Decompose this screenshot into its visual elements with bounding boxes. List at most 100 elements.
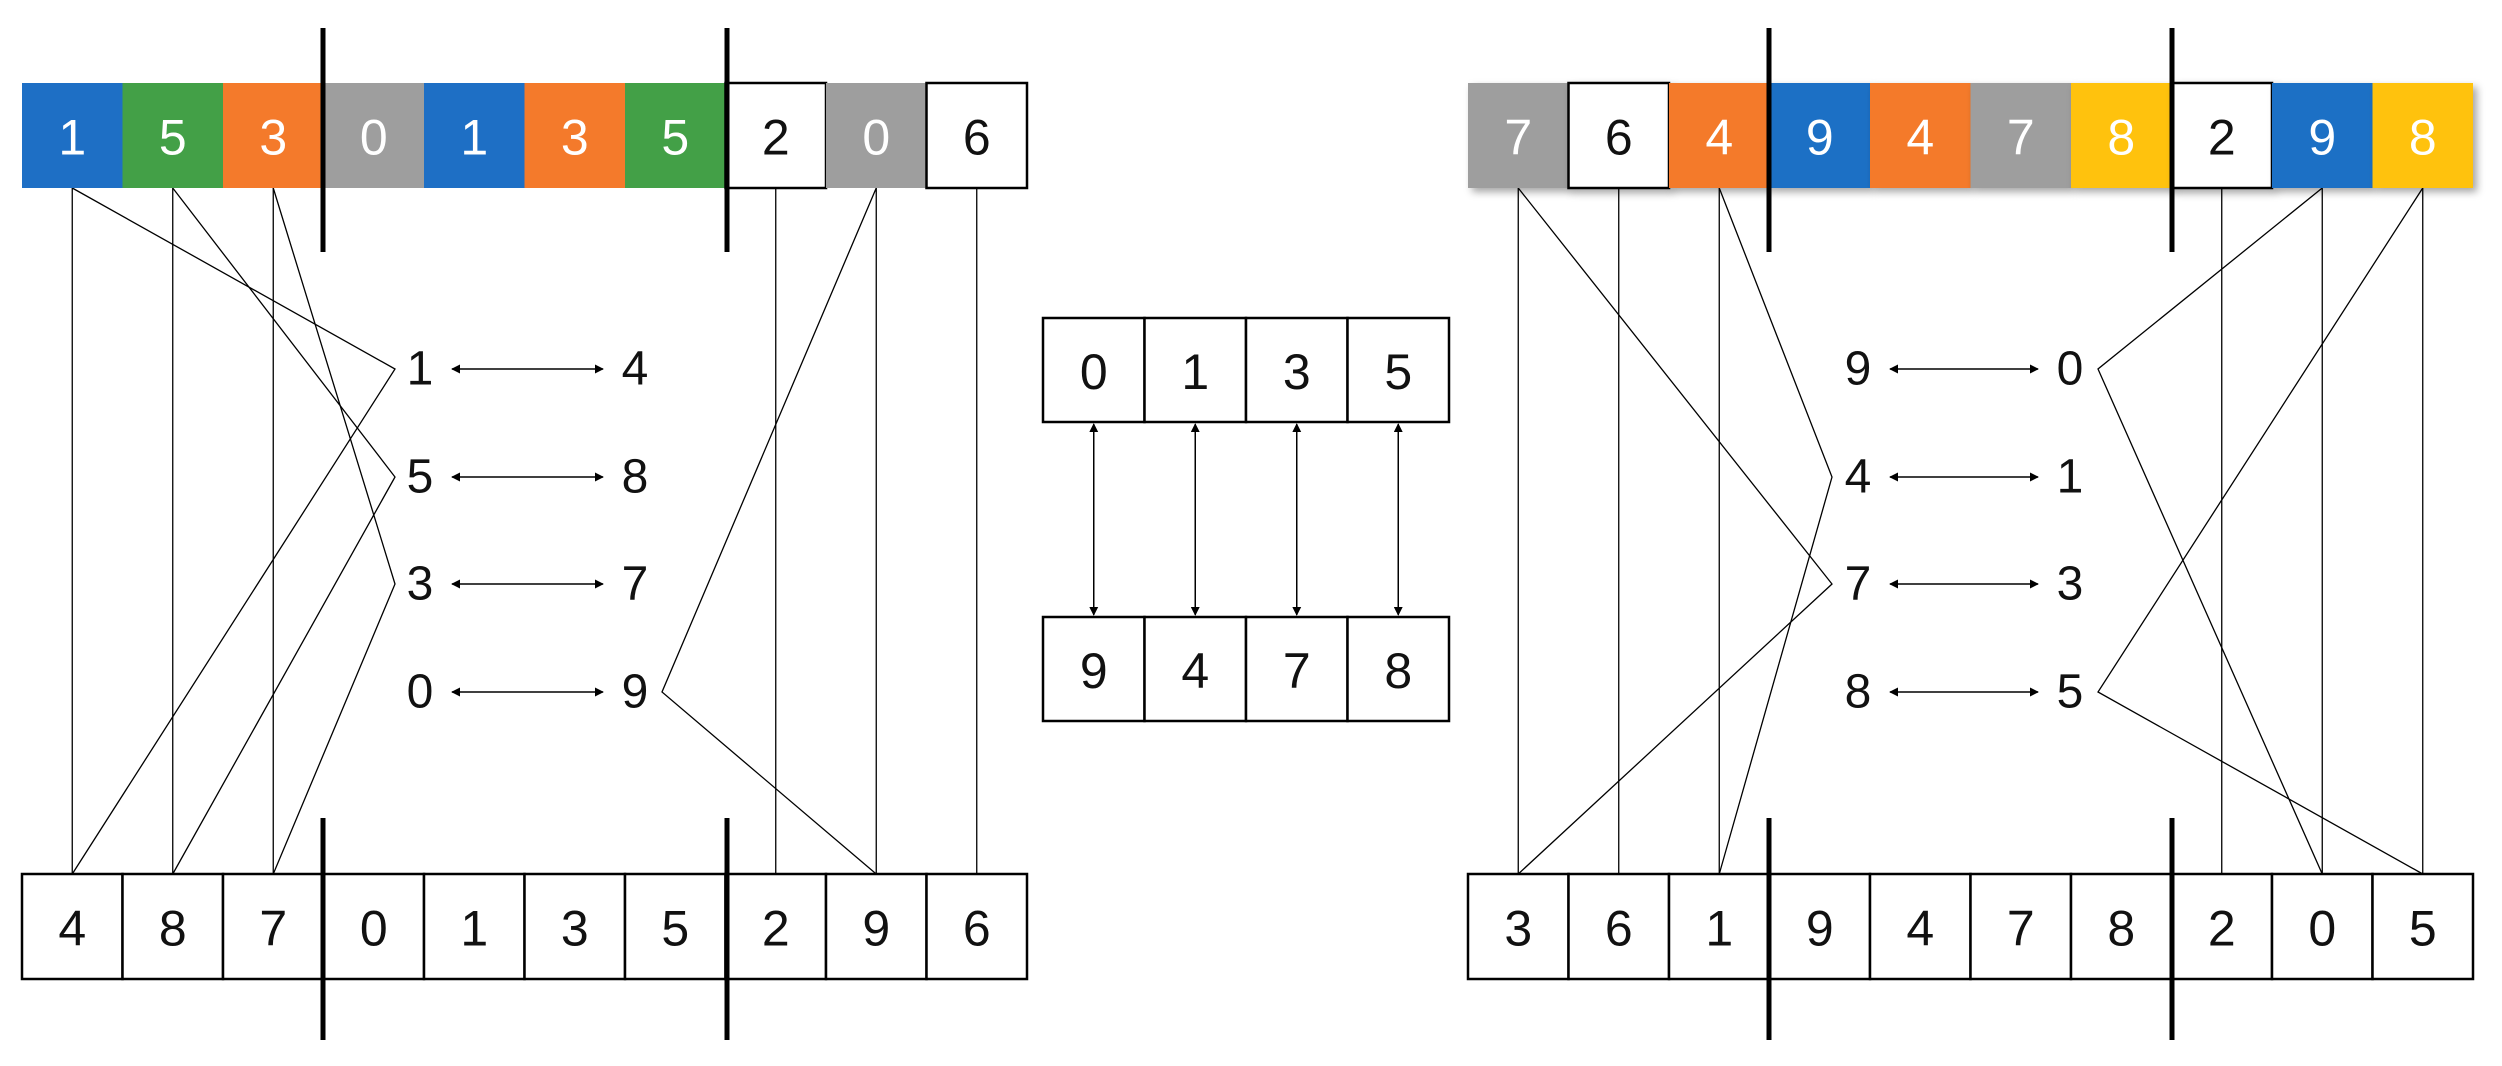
gene-value: 1 bbox=[58, 110, 86, 166]
right-route-9-0 bbox=[2097, 187, 2323, 875]
left-route-1-4 bbox=[71, 187, 396, 875]
right-panel-child-gene-3: 9 bbox=[1768, 872, 1872, 981]
center-value: 7 bbox=[1283, 643, 1311, 699]
gene-value: 3 bbox=[1504, 901, 1532, 957]
right-panel-child-gene-5: 7 bbox=[1969, 872, 2073, 981]
center-value: 9 bbox=[1080, 643, 1108, 699]
gene-value: 3 bbox=[259, 110, 287, 166]
left-panel-child-gene-0: 4 bbox=[20, 872, 124, 981]
left-panel-child-gene-1: 8 bbox=[121, 872, 225, 981]
center-value: 1 bbox=[1181, 344, 1209, 400]
gene-value: 2 bbox=[762, 901, 790, 957]
gene-value: 4 bbox=[58, 901, 86, 957]
gene-value: 6 bbox=[1605, 110, 1633, 166]
right-panel-child-gene-8: 0 bbox=[2270, 872, 2374, 981]
right-panel-parent-gene-4: 4 bbox=[1870, 83, 1971, 188]
gene-value: 2 bbox=[762, 110, 790, 166]
gene-value: 9 bbox=[1806, 901, 1834, 957]
center-bottom-cell-3: 8 bbox=[1346, 615, 1451, 723]
crossover-cut-lines bbox=[320, 28, 2175, 1040]
right-mapping-to: 3 bbox=[2057, 558, 2084, 611]
center-top-cell-2: 3 bbox=[1244, 316, 1349, 424]
right-panel-child-gene-1: 6 bbox=[1567, 872, 1671, 981]
left-panel-child-gene-8: 9 bbox=[824, 872, 928, 981]
left-panel-parent-gene-4: 1 bbox=[424, 83, 525, 188]
gene-value: 9 bbox=[1806, 110, 1834, 166]
center-value: 4 bbox=[1181, 643, 1209, 699]
right-mapping-to: 1 bbox=[2057, 451, 2084, 504]
gene-value: 5 bbox=[661, 901, 689, 957]
gene-value: 2 bbox=[2208, 110, 2236, 166]
right-mapping-from: 7 bbox=[1845, 558, 1872, 611]
right-panel-child-gene-0: 3 bbox=[1466, 872, 1570, 981]
gene-value: 0 bbox=[360, 110, 388, 166]
gene-value: 0 bbox=[2308, 901, 2336, 957]
left-panel-parent-gene-5: 3 bbox=[524, 83, 625, 188]
right-panel-child-gene-6: 8 bbox=[2069, 872, 2173, 981]
gene-value: 3 bbox=[561, 110, 589, 166]
left-panel-child-gene-5: 3 bbox=[523, 872, 627, 981]
right-panel-parent-gene-5: 7 bbox=[1970, 83, 2071, 188]
left-mapping-from: 0 bbox=[407, 666, 434, 719]
left-mapping-from: 3 bbox=[407, 558, 434, 611]
center-top-cell-0: 0 bbox=[1041, 316, 1146, 424]
left-route-3-7 bbox=[272, 187, 396, 875]
right-panel-parent-gene-1: 6 bbox=[1567, 81, 1671, 190]
gene-value: 8 bbox=[2409, 110, 2437, 166]
gene-value: 5 bbox=[159, 110, 187, 166]
gene-value: 5 bbox=[661, 110, 689, 166]
gene-value: 9 bbox=[2308, 110, 2336, 166]
gene-value: 1 bbox=[1705, 901, 1733, 957]
gene-value: 7 bbox=[1504, 110, 1532, 166]
gene-value: 4 bbox=[1705, 110, 1733, 166]
right-panel-parent-gene-3: 9 bbox=[1769, 83, 1870, 188]
mapping-labels: 1 4 5 8 3 7 0 9 9 0 4 1 7 3 8 5 bbox=[407, 343, 2084, 719]
left-mapping-to: 7 bbox=[622, 558, 649, 611]
gene-value: 1 bbox=[460, 110, 488, 166]
right-panel-parent-gene-9: 8 bbox=[2372, 83, 2473, 188]
right-panel-parent-gene-2: 4 bbox=[1669, 83, 1770, 188]
gene-value: 8 bbox=[2107, 901, 2135, 957]
gene-value: 4 bbox=[1906, 901, 1934, 957]
left-route-5-8 bbox=[172, 187, 396, 875]
left-panel-child-gene-6: 5 bbox=[623, 872, 727, 981]
right-panel-child-gene-7: 2 bbox=[2170, 872, 2274, 981]
connector-lines bbox=[71, 187, 2424, 875]
center-bottom-cell-0: 9 bbox=[1041, 615, 1146, 723]
right-route-8-5 bbox=[2097, 187, 2424, 875]
right-mapping-to: 0 bbox=[2057, 343, 2084, 396]
center-value: 3 bbox=[1283, 344, 1311, 400]
gene-value: 6 bbox=[963, 901, 991, 957]
left-mapping-from: 5 bbox=[407, 451, 434, 504]
gene-value: 7 bbox=[2007, 901, 2035, 957]
right-mapping-to: 5 bbox=[2057, 666, 2084, 719]
gene-value: 2 bbox=[2208, 901, 2236, 957]
right-panel-parent-gene-6: 8 bbox=[2071, 83, 2172, 188]
right-mapping-from: 9 bbox=[1845, 343, 1872, 396]
right-panel-child-gene-4: 4 bbox=[1868, 872, 1972, 981]
right-panel-parent-gene-8: 9 bbox=[2272, 83, 2373, 188]
left-mapping-to: 4 bbox=[622, 343, 649, 396]
right-route-7-3 bbox=[1517, 187, 1833, 875]
gene-value: 3 bbox=[561, 901, 589, 957]
gene-value: 8 bbox=[159, 901, 187, 957]
left-mapping-to: 8 bbox=[622, 451, 649, 504]
left-panel-child-gene-7: 2 bbox=[724, 872, 828, 981]
right-panel-parent-gene-7: 2 bbox=[2170, 81, 2274, 190]
left-panel-child-gene-9: 6 bbox=[925, 872, 1029, 981]
center-bottom-cell-2: 7 bbox=[1244, 615, 1349, 723]
left-panel-parent-gene-0: 1 bbox=[22, 83, 123, 188]
center-top-cell-3: 5 bbox=[1346, 316, 1451, 424]
left-mapping-to: 9 bbox=[622, 666, 649, 719]
gene-value: 6 bbox=[963, 110, 991, 166]
center-value: 8 bbox=[1384, 643, 1412, 699]
gene-value: 0 bbox=[360, 901, 388, 957]
gene-value: 1 bbox=[460, 901, 488, 957]
left-panel-parent-gene-3: 0 bbox=[323, 83, 424, 188]
left-panel-parent-gene-8: 0 bbox=[826, 83, 927, 188]
gene-value: 6 bbox=[1605, 901, 1633, 957]
left-panel-parent-gene-2: 3 bbox=[223, 83, 324, 188]
gene-value: 7 bbox=[2007, 110, 2035, 166]
